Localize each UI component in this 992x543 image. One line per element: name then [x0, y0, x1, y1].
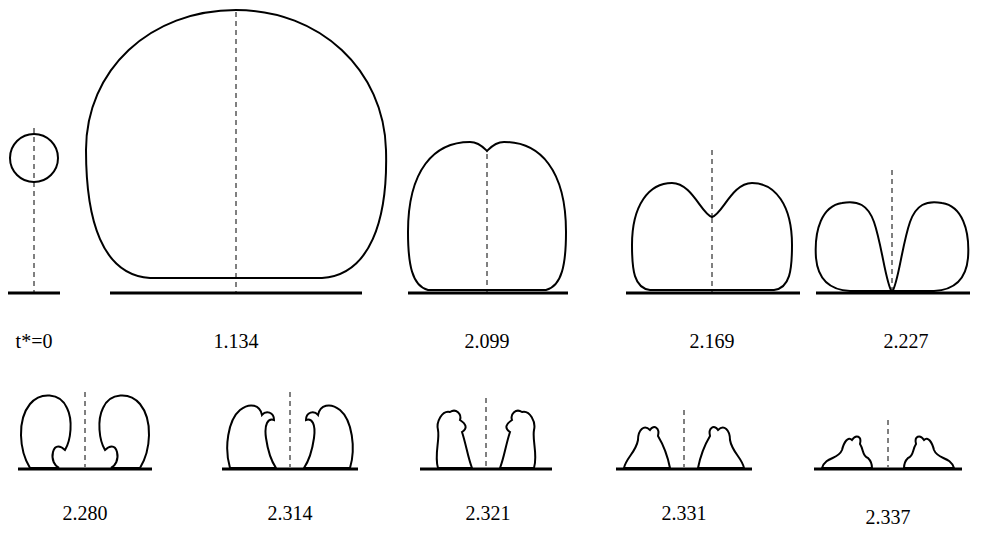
time-label: 2.169 — [690, 330, 735, 353]
time-label: 2.321 — [466, 502, 511, 525]
time-label: 2.280 — [63, 502, 108, 525]
time-label: 2.314 — [268, 502, 313, 525]
time-label: 2.337 — [866, 506, 911, 529]
time-label: 2.227 — [884, 330, 929, 353]
time-label: 2.099 — [465, 330, 510, 353]
time-label: 2.331 — [662, 502, 707, 525]
time-label: t*=0 — [16, 330, 53, 353]
time-label: 1.134 — [214, 330, 259, 353]
